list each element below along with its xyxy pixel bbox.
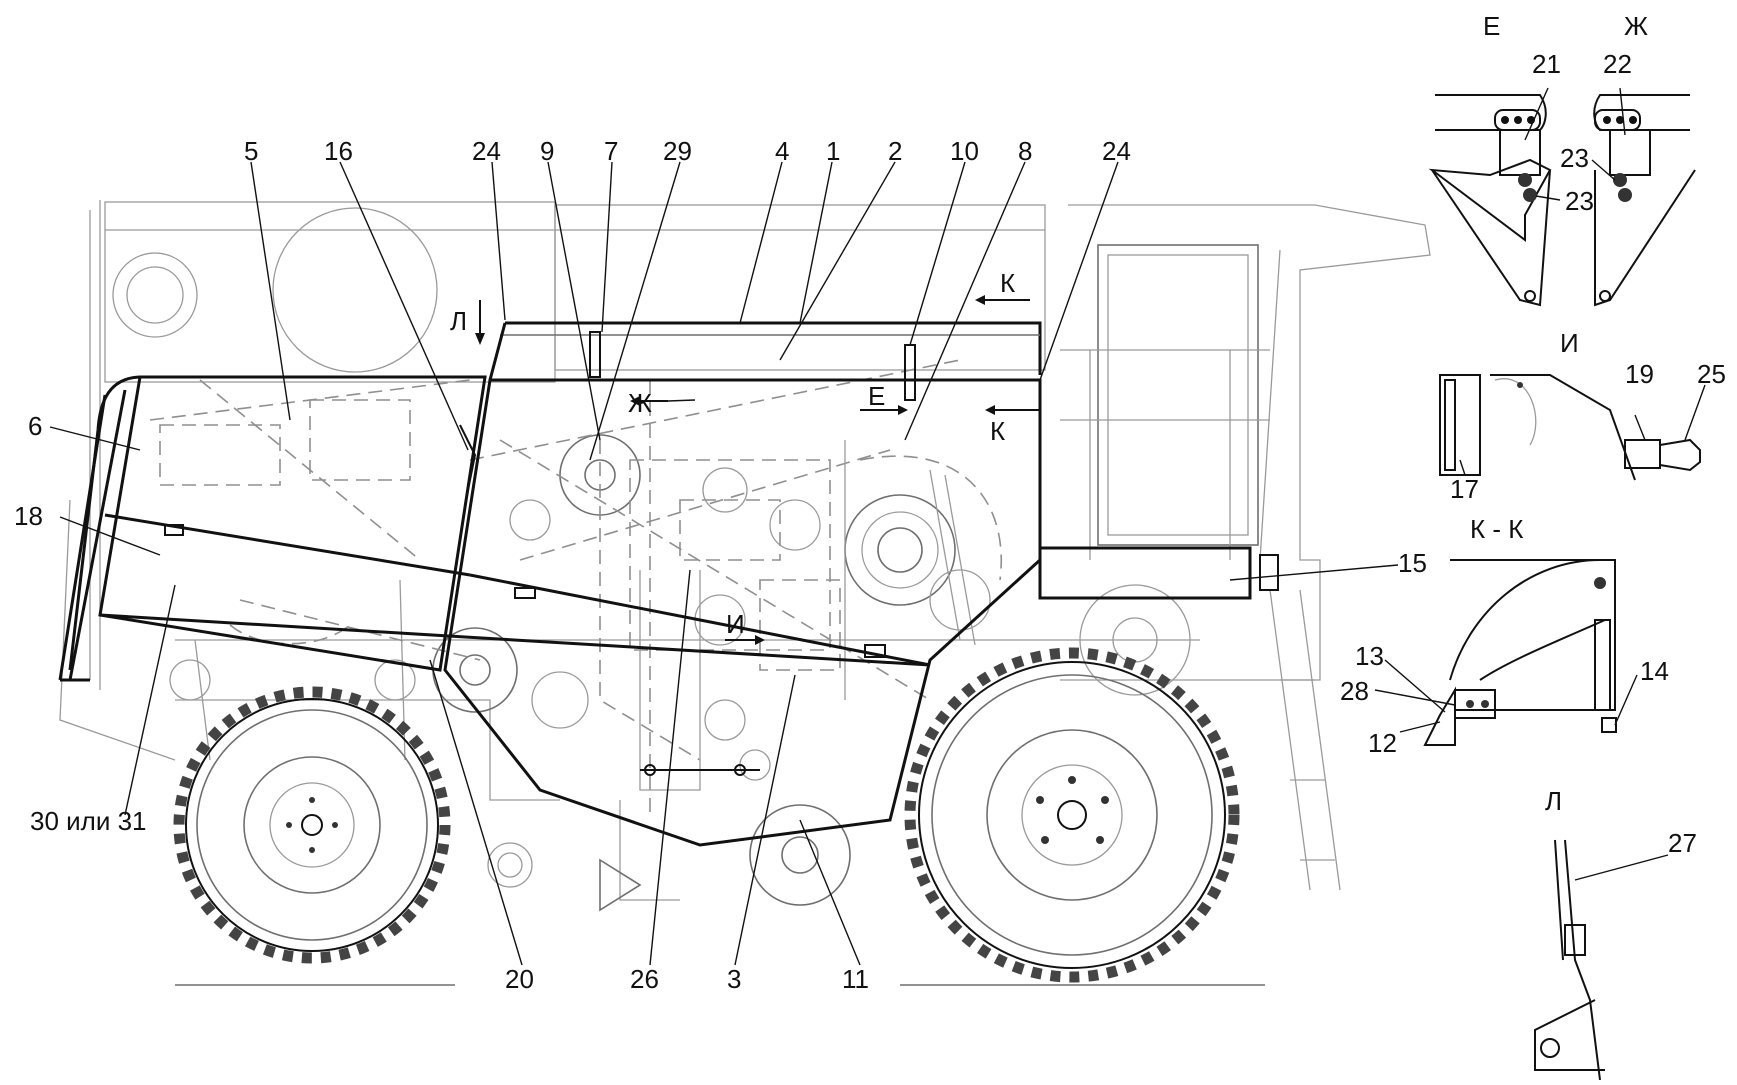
callout-27: 27 — [1668, 828, 1697, 858]
callout-6: 6 — [28, 411, 42, 441]
section-mark-k-top: К — [1000, 268, 1015, 298]
callout-24-left: 24 — [472, 136, 501, 166]
detail-view-zh — [1591, 87, 1696, 307]
callout-7: 7 — [604, 136, 618, 166]
section-arrows — [475, 295, 1040, 645]
callout-21: 21 — [1532, 49, 1561, 79]
callout-11: 11 — [842, 964, 869, 994]
callout-13: 13 — [1355, 641, 1384, 671]
view-titles: Е Ж И К - К Л — [1470, 11, 1648, 816]
callout-labels: 5 16 24 9 7 29 4 1 2 10 8 24 6 18 30 или… — [14, 49, 1726, 994]
panel-4-outline — [505, 321, 1042, 375]
callout-28: 28 — [1340, 676, 1369, 706]
section-mark-zh: Ж — [628, 388, 652, 418]
callout-4: 4 — [775, 136, 789, 166]
leader-lines — [49, 161, 1399, 966]
panel-15-outline — [1038, 546, 1252, 600]
callout-20: 20 — [505, 964, 534, 994]
callout-25: 25 — [1697, 359, 1726, 389]
view-title-zh: Ж — [1624, 11, 1648, 41]
callout-24-right: 24 — [1102, 136, 1131, 166]
view-title-kk: К - К — [1470, 514, 1523, 544]
callout-19: 19 — [1625, 359, 1654, 389]
callout-3: 3 — [727, 964, 741, 994]
callout-12: 12 — [1368, 728, 1397, 758]
callout-18: 18 — [14, 501, 43, 531]
section-marks: К К Л Ж Е И — [450, 268, 1015, 639]
callout-5: 5 — [244, 136, 258, 166]
view-title-i: И — [1560, 328, 1579, 358]
callout-17: 17 — [1450, 474, 1479, 504]
panel-2-outline — [443, 378, 1042, 847]
detail-view-e — [1428, 87, 1561, 307]
callout-14: 14 — [1640, 656, 1669, 686]
detail-view-kk — [1374, 559, 1638, 746]
view-title-l: Л — [1545, 786, 1562, 816]
callout-8: 8 — [1018, 136, 1032, 166]
section-mark-i: И — [726, 609, 745, 639]
callout-15: 15 — [1398, 548, 1427, 578]
callout-1: 1 — [826, 136, 840, 166]
callout-16: 16 — [324, 136, 353, 166]
section-mark-e: Е — [868, 381, 885, 411]
callout-29: 29 — [663, 136, 692, 166]
rear-wheel — [173, 686, 451, 964]
detail-view-i — [1439, 374, 1706, 481]
callout-23-a: 23 — [1560, 143, 1589, 173]
view-title-e: Е — [1483, 11, 1500, 41]
section-mark-k-side: К — [990, 416, 1005, 446]
callout-30-or-31: 30 или 31 — [30, 806, 147, 836]
panel-5-outline — [98, 375, 487, 672]
callout-9: 9 — [540, 136, 554, 166]
internal-drives — [149, 359, 1002, 820]
callout-22: 22 — [1603, 49, 1632, 79]
callout-23-b: 23 — [1565, 186, 1594, 216]
side-panels — [58, 321, 1279, 847]
callout-26: 26 — [630, 964, 659, 994]
section-mark-l: Л — [450, 306, 467, 336]
front-wheel — [904, 647, 1240, 983]
callout-2: 2 — [888, 136, 902, 166]
machine-body-outline — [59, 200, 1431, 986]
detail-view-l — [1534, 839, 1669, 1081]
callout-10: 10 — [950, 136, 979, 166]
